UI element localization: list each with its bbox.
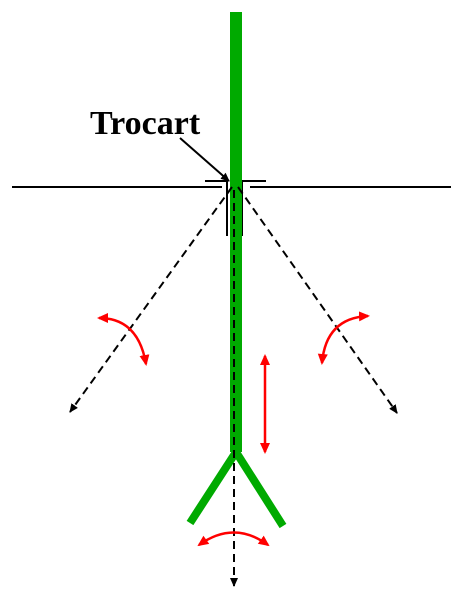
axis-right — [237, 186, 398, 414]
rotation-arrow-bottom — [197, 531, 270, 547]
axis-left — [69, 186, 233, 413]
instrument-jaws — [186, 444, 287, 529]
rotation-arrow-right — [317, 311, 370, 365]
rotation-arrow-left — [97, 313, 150, 366]
trocart-label: Trocart — [90, 105, 201, 142]
trocart-pointer — [179, 137, 230, 182]
